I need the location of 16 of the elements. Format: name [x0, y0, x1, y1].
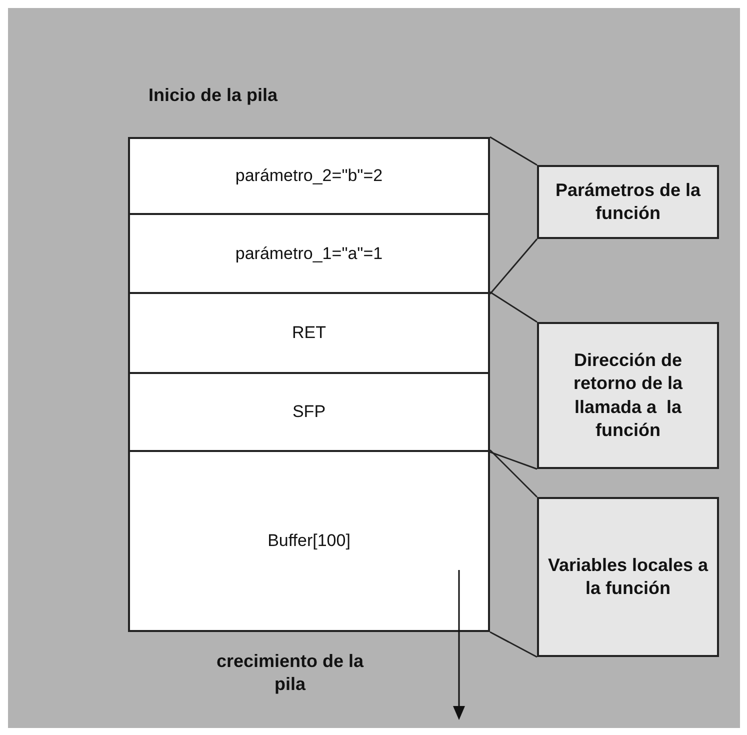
stack-cell: RET	[128, 292, 490, 374]
leader-line	[489, 238, 538, 294]
leader-line	[489, 449, 538, 498]
stack-label: Inicio de la pila	[147, 84, 279, 107]
stack-cell: Buffer[100]	[128, 450, 490, 632]
leader-line	[490, 291, 538, 323]
callout-box: Dirección de retorno de la llamada a la función	[537, 322, 719, 469]
stack-cell: parámetro_1="a"=1	[128, 213, 490, 294]
leader-line	[490, 631, 538, 658]
callout-box: Variables locales a la función	[537, 497, 719, 657]
leader-line	[490, 136, 538, 166]
stack-cell: parámetro_2="b"=2	[128, 137, 490, 215]
stack-label: crecimiento de la pila	[215, 650, 365, 696]
leader-line	[490, 451, 538, 470]
callout-box: Parámetros de la función	[537, 165, 719, 239]
stack-cell: SFP	[128, 372, 490, 452]
